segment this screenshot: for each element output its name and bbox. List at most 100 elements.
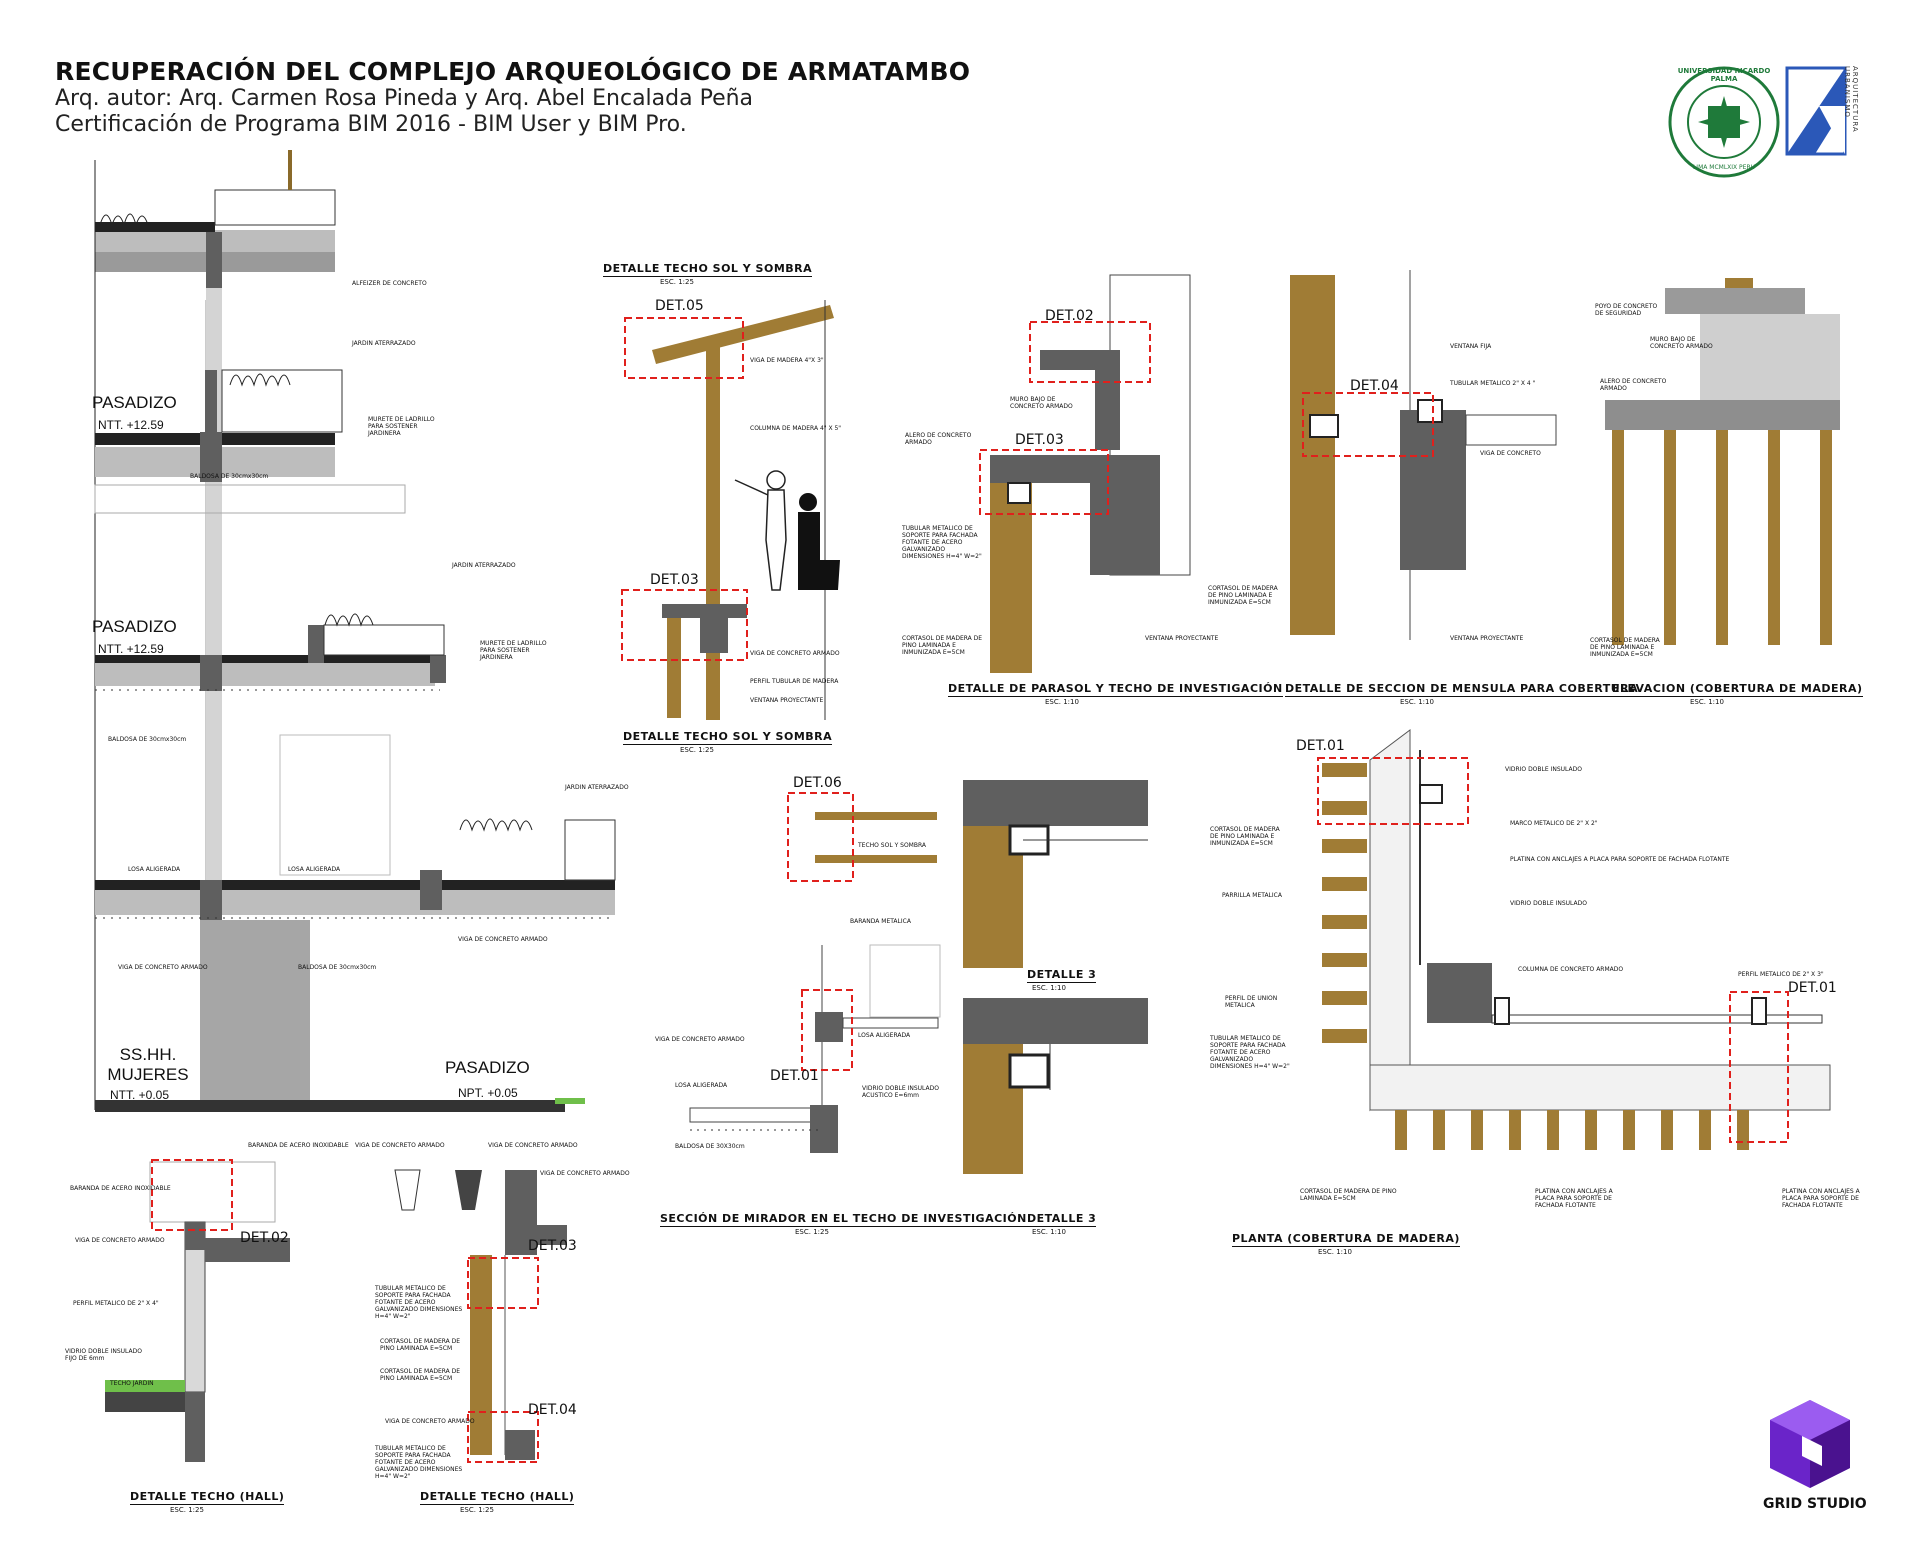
- level-name-3: SS.HH. MUJERES: [107, 1045, 189, 1084]
- note-alfeizer: ALFEIZER DE CONCRETO: [352, 280, 427, 287]
- mirador-note-losa-2: LOSA ALIGERADA: [675, 1082, 728, 1089]
- planta-bottom-slat: [1395, 1110, 1407, 1150]
- sheet-title: RECUPERACIÓN DEL COMPLEJO ARQUEOLÓGICO D…: [55, 57, 971, 86]
- sol-sombra-note-perfil: PERFIL TUBULAR DE MADERA: [750, 678, 839, 685]
- hall2-title: DETALLE TECHO (HALL): [420, 1490, 575, 1505]
- hall2-note-tubular-1: TUBULAR METALICO DE SOPORTE PARA FACHADA…: [375, 1285, 463, 1320]
- planta-bottom-slat: [1623, 1110, 1635, 1150]
- mirador-scale: ESC. 1:25: [795, 1228, 829, 1236]
- parasol-note-muro: MURO BAJO DE CONCRETO ARMADO: [1010, 396, 1073, 410]
- mirador-note-viga: VIGA DE CONCRETO ARMADO: [655, 1036, 745, 1043]
- planta-detail: [1317, 729, 1831, 1150]
- mensula-note-ventana: VENTANA PROYECTANTE: [1450, 635, 1524, 642]
- planta-left-slat: [1322, 915, 1367, 929]
- parasol-scale: ESC. 1:10: [1045, 698, 1079, 706]
- planta-note-tubular: TUBULAR METALICO DE SOPORTE PARA FACHADA…: [1210, 1035, 1290, 1070]
- det02-parasol-highlight: [1029, 321, 1151, 383]
- hall1-note-baranda: BARANDA DE ACERO INOXIDABLE: [248, 1142, 349, 1149]
- planta-left-slat: [1322, 839, 1367, 853]
- mirador-note-techo: TECHO SOL Y SOMBRA: [858, 842, 926, 849]
- elevacion-slat: [1820, 430, 1832, 645]
- hall-detail-1: [105, 1159, 290, 1462]
- detalle-3-a: [963, 780, 1148, 968]
- mirador-note-vidrio: VIDRIO DOBLE INSULADO ACUSTICO E=6mm: [862, 1085, 939, 1099]
- hall2-note-tubular-2: TUBULAR METALICO DE SOPORTE PARA FACHADA…: [375, 1445, 463, 1480]
- det01-mirador-highlight: [801, 989, 853, 1071]
- det02-highlight: [151, 1159, 233, 1231]
- planta-bottom-slats: [1395, 1110, 1749, 1150]
- mirador-det-a: DET.06: [793, 775, 842, 791]
- elevacion-slat: [1612, 430, 1624, 645]
- det04-hall-highlight: [467, 1411, 539, 1463]
- planta-left-slat: [1322, 763, 1367, 777]
- elevacion-slat: [1716, 430, 1728, 645]
- level-value-1: NTT. +12.59: [98, 418, 164, 432]
- level-name-1: PASADIZO: [92, 393, 177, 412]
- det03-sol-highlight: [621, 589, 748, 661]
- planta-note-platina-3: PLATINA CON ANCLAJES A PLACA PARA SOPORT…: [1782, 1188, 1860, 1209]
- note-murete-2: MURETE DE LADRILLO PARA SOSTENER JARDINE…: [480, 640, 547, 661]
- planta-note-cortasol: CORTASOL DE MADERA DE PINO LAMINADA E IN…: [1210, 826, 1280, 847]
- mensula-detail: [1290, 270, 1557, 640]
- planta-bottom-slat: [1547, 1110, 1559, 1150]
- note-losa-1: LOSA ALIGERADA: [128, 866, 181, 873]
- planta-note-parrilla: PARRILLA METALICA: [1222, 892, 1282, 899]
- elev-note-cortasol: CORTASOL DE MADERA DE PINO LAMINADA E IN…: [1590, 637, 1660, 658]
- sol-sombra-note-ventana: VENTANA PROYECTANTE: [750, 697, 824, 704]
- grid-studio-label: GRID STUDIO: [1763, 1496, 1867, 1512]
- det01-planta-top-highlight: [1317, 757, 1469, 825]
- level-name-2: PASADIZO: [92, 617, 177, 636]
- hall1-scale: ESC. 1:25: [170, 1506, 204, 1514]
- planta-note-vidrio-2: VIDRIO DOBLE INSULADO: [1510, 900, 1587, 907]
- mirador-det-b: DET.01: [770, 1068, 819, 1084]
- university-seal-logo: UNIVERSIDAD RICARDO PALMA LIMA MCMLXIX P…: [1668, 66, 1780, 178]
- sol-sombra-note-viga-conc: VIGA DE CONCRETO ARMADO: [750, 650, 840, 657]
- faculty-logo: ARQUITECTURA URBANISMO: [1785, 66, 1865, 156]
- note-baldosa-3: BALDOSA DE 30cmx30cm: [298, 964, 377, 971]
- det04-mensula-highlight: [1302, 392, 1434, 457]
- parasol-title: DETALLE DE PARASOL Y TECHO DE INVESTIGAC…: [948, 682, 1283, 697]
- planta-left-slats: [1322, 763, 1367, 1043]
- detalle-3-b: [963, 998, 1148, 1174]
- planta-note-cortasol-2: CORTASOL DE MADERA DE PINO LAMINADA E=5C…: [1300, 1188, 1397, 1202]
- planta-bottom-slat: [1471, 1110, 1483, 1150]
- planta-scale: ESC. 1:10: [1318, 1248, 1352, 1256]
- parasol-note-ventana: VENTANA PROYECTANTE: [1145, 635, 1219, 642]
- elevacion-slats: [1612, 430, 1832, 645]
- sol-sombra-title: DETALLE TECHO SOL Y SOMBRA: [623, 730, 833, 745]
- hall2-note-viga-2: VIGA DE CONCRETO ARMADO: [488, 1142, 578, 1149]
- planta-det-b: DET.01: [1788, 980, 1837, 996]
- planta-bottom-slat: [1433, 1110, 1445, 1150]
- planta-left-slat: [1322, 801, 1367, 815]
- mensula-det: DET.04: [1350, 378, 1399, 394]
- planta-note-columna: COLUMNA DE CONCRETO ARMADO: [1518, 966, 1624, 973]
- seal-text: UNIVERSIDAD RICARDO PALMA: [1677, 67, 1771, 83]
- det03-hall-highlight: [467, 1257, 539, 1309]
- planta-note-platina-2: PLATINA CON ANCLAJES A PLACA PARA SOPORT…: [1535, 1188, 1613, 1209]
- detalle3-a-title: DETALLE 3: [1027, 968, 1097, 983]
- mirador-note-losa: LOSA ALIGERADA: [858, 1032, 911, 1039]
- planta-note-vidrio-1: VIDRIO DOBLE INSULADO: [1505, 766, 1582, 773]
- elev-note-alero: ALERO DE CONCRETO ARMADO: [1600, 378, 1667, 392]
- parasol-note-tubular: TUBULAR METALICO DE SOPORTE PARA FACHADA…: [902, 525, 982, 560]
- note-murete-1: MURETE DE LADRILLO PARA SOSTENER JARDINE…: [368, 416, 435, 437]
- planta-bottom-slat: [1509, 1110, 1521, 1150]
- mirador-title: SECCIÓN DE MIRADOR EN EL TECHO DE INVEST…: [660, 1212, 1027, 1227]
- mensula-note-ventana-fija: VENTANA FIJA: [1450, 343, 1492, 350]
- hall2-note-cortasol-2: CORTASOL DE MADERA DE PINO LAMINADA E=5C…: [380, 1368, 461, 1382]
- mirador-note-baldosa: BALDOSA DE 30X30cm: [675, 1143, 745, 1150]
- mensula-note-tubular: TUBULAR METALICO 2" X 4 ": [1450, 380, 1536, 387]
- det03-parasol-highlight: [979, 449, 1109, 515]
- parasol-det-b: DET.03: [1015, 432, 1064, 448]
- elev-note-poyo: POYO DE CONCRETO DE SEGURIDAD: [1595, 303, 1658, 317]
- note-jardin-1: JARDIN ATERRAZADO: [352, 340, 416, 347]
- note-baldosa-2: BALDOSA DE 30cmx30cm: [108, 736, 187, 743]
- sol-sombra-top-scale: ESC. 1:25: [660, 278, 694, 286]
- hall1-title: DETALLE TECHO (HALL): [130, 1490, 285, 1505]
- note-viga-2: VIGA DE CONCRETO ARMADO: [458, 936, 548, 943]
- planta-left-slat: [1322, 1029, 1367, 1043]
- certification-line: Certificación de Programa BIM 2016 - BIM…: [55, 112, 687, 137]
- hall2-note-viga-3: VIGA DE CONCRETO ARMADO: [540, 1170, 630, 1177]
- detalle3-b-title: DETALLE 3: [1027, 1212, 1097, 1227]
